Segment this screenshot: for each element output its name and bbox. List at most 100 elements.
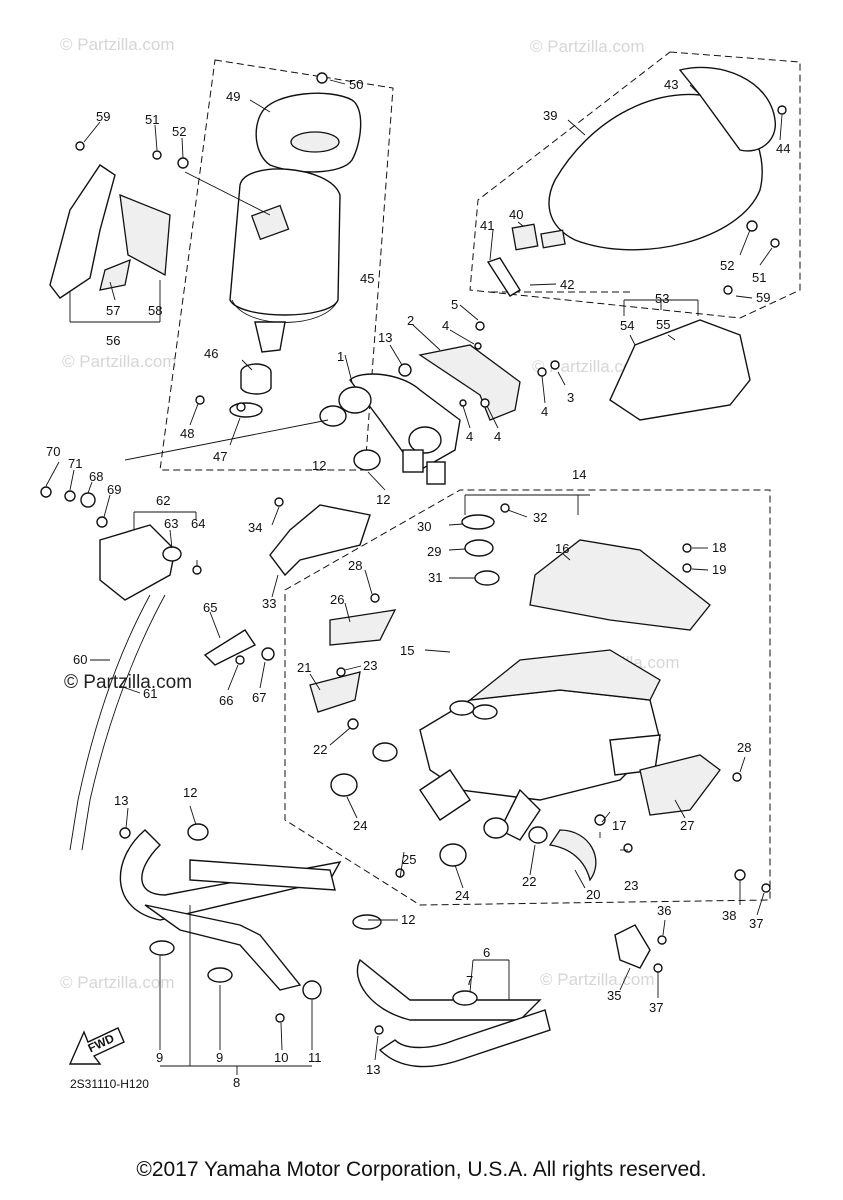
- callout-9: 9: [156, 1050, 163, 1065]
- exhaust-pipe-6: [352, 914, 551, 1068]
- watermark: © Partzilla.com: [60, 973, 175, 992]
- callout-4: 4: [541, 404, 548, 419]
- callout-11: 11: [308, 1050, 322, 1065]
- exhaust-pipe-8: [119, 829, 342, 1000]
- callout-12: 12: [183, 785, 197, 800]
- copyright-notice: ©2017 Yamaha Motor Corporation, U.S.A. A…: [136, 1158, 707, 1181]
- callout-51: 51: [752, 270, 766, 285]
- callout-20: 20: [586, 887, 600, 902]
- callout-30: 30: [417, 519, 431, 534]
- callout-9: 9: [216, 1050, 223, 1065]
- forward-arrow-icon: FWD: [68, 1027, 125, 1065]
- callout-22: 22: [313, 742, 327, 757]
- callout-34: 34: [248, 520, 262, 535]
- callout-7: 7: [466, 973, 473, 988]
- muffler-39: [486, 66, 776, 297]
- diagram-code: 2S31110-H120: [70, 1077, 149, 1091]
- collector-assembly-outline-14: [284, 489, 771, 906]
- collector-14: [419, 649, 661, 841]
- callout-36: 36: [657, 903, 671, 918]
- callout-28: 28: [737, 740, 751, 755]
- watermark: © Partzilla.com: [532, 357, 647, 376]
- callout-32: 32: [533, 510, 547, 525]
- callout-31: 31: [428, 570, 442, 585]
- callout-23: 23: [624, 878, 638, 893]
- callout-45: 45: [360, 271, 374, 286]
- callout-13: 13: [114, 793, 128, 808]
- callout-4: 4: [466, 429, 473, 444]
- callout-52: 52: [172, 124, 186, 139]
- bracket-35: [614, 924, 651, 969]
- callout-68: 68: [89, 469, 103, 484]
- heat-plate-16: [529, 539, 711, 631]
- watermark-strong: © Partzilla.com: [64, 672, 192, 693]
- watermark: © Partzilla.com: [530, 37, 645, 56]
- callout-65: 65: [203, 600, 217, 615]
- callout-52: 52: [720, 258, 734, 273]
- callout-51: 51: [145, 112, 159, 127]
- callout-13: 13: [366, 1062, 380, 1077]
- callout-50: 50: [349, 77, 363, 92]
- callout-63: 63: [164, 516, 178, 531]
- callout-29: 29: [427, 544, 441, 559]
- callout-54: 54: [620, 318, 634, 333]
- callout-15: 15: [400, 643, 414, 658]
- callout-4: 4: [442, 318, 449, 333]
- callout-69: 69: [107, 482, 121, 497]
- callout-35: 35: [607, 988, 621, 1003]
- leader-lines: [45, 79, 783, 1075]
- callout-27: 27: [680, 818, 694, 833]
- callout-33: 33: [262, 596, 276, 611]
- callout-37: 37: [749, 916, 763, 931]
- callout-58: 58: [148, 303, 162, 318]
- bracket-33: [269, 504, 371, 577]
- callout-62: 62: [156, 493, 170, 508]
- muffler-cover-49: [255, 92, 362, 173]
- callout-21: 21: [297, 660, 311, 675]
- callout-4: 4: [494, 429, 501, 444]
- watermark: © Partzilla.com: [60, 35, 175, 54]
- callout-19: 19: [712, 562, 726, 577]
- callout-40: 40: [509, 207, 523, 222]
- callout-57: 57: [106, 303, 120, 318]
- exup-cables-61: [69, 594, 166, 851]
- callout-8: 8: [233, 1075, 240, 1090]
- callout-23: 23: [363, 658, 377, 673]
- callout-71: 71: [68, 456, 82, 471]
- callout-47: 47: [213, 449, 227, 464]
- callout-3: 3: [567, 390, 574, 405]
- callout-64: 64: [191, 516, 205, 531]
- callout-60: 60: [73, 652, 87, 667]
- callout-18: 18: [712, 540, 726, 555]
- callout-46: 46: [204, 346, 218, 361]
- watermarks: © Partzilla.com © Partzilla.com © Partzi…: [60, 35, 680, 992]
- callout-14: 14: [572, 467, 586, 482]
- callout-42: 42: [560, 277, 574, 292]
- callout-28: 28: [348, 558, 362, 573]
- callout-43: 43: [664, 77, 678, 92]
- muffler-45: [229, 168, 341, 418]
- callout-66: 66: [219, 693, 233, 708]
- exhaust-joint-1: [319, 344, 521, 485]
- callout-6: 6: [483, 945, 490, 960]
- callout-16: 16: [555, 541, 569, 556]
- callout-24: 24: [353, 818, 367, 833]
- callout-56: 56: [106, 333, 120, 348]
- callout-53: 53: [655, 291, 669, 306]
- callout-labels: 1 2 3 4 4 4 4 5 6 7 8 9 9 10 11 12 12 12…: [46, 77, 790, 1090]
- watermark: © Partzilla.com: [540, 970, 655, 989]
- callout-12: 12: [401, 912, 415, 927]
- callout-2: 2: [407, 313, 414, 328]
- callout-24: 24: [455, 888, 469, 903]
- callout-25: 25: [402, 852, 416, 867]
- callout-13: 13: [378, 330, 392, 345]
- callout-70: 70: [46, 444, 60, 459]
- callout-37: 37: [649, 1000, 663, 1015]
- callout-22: 22: [522, 874, 536, 889]
- callout-67: 67: [252, 690, 266, 705]
- callout-10: 10: [274, 1050, 288, 1065]
- muffler-assembly-outline-39: [469, 51, 801, 319]
- exup-servo-62: [99, 524, 182, 601]
- watermark: © Partzilla.com: [62, 352, 177, 371]
